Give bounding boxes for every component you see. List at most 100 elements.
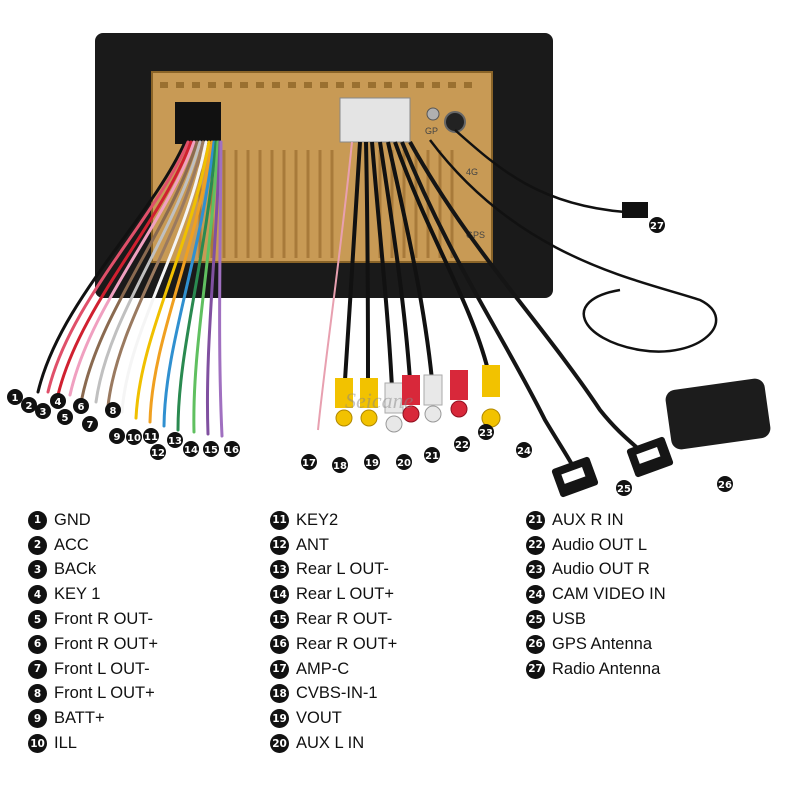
legend-item: 1 GND [28, 508, 158, 533]
usb-port-2 [636, 447, 661, 464]
legend-label: AMP-C [296, 659, 350, 678]
legend-label: ACC [54, 535, 89, 554]
legend-label: BACk [54, 560, 97, 579]
legend-label: Front R OUT+ [54, 634, 159, 653]
legend-label: Front R OUT- [54, 610, 154, 629]
svg-text:25: 25 [617, 484, 631, 495]
callout-23: 23 [478, 424, 494, 440]
legend-label: VOUT [296, 709, 342, 728]
legend-label: USB [552, 610, 586, 629]
legend-number-badge: 23 [526, 560, 545, 580]
svg-text:12: 12 [151, 448, 165, 459]
callout-9: 9 [109, 428, 125, 444]
svg-text:17: 17 [302, 458, 316, 469]
legend-item: 26 GPS Antenna [526, 632, 666, 657]
svg-text:18: 18 [333, 461, 347, 472]
legend-number-badge: 24 [526, 585, 545, 605]
callout-6: 6 [73, 398, 89, 414]
legend-label: KEY 1 [54, 585, 101, 604]
callout-12: 12 [150, 444, 166, 460]
callout-27: 27 [649, 217, 665, 233]
gps-socket [426, 107, 440, 121]
svg-text:8: 8 [110, 406, 117, 417]
svg-text:1: 1 [12, 393, 19, 404]
callout-15: 15 [203, 441, 219, 457]
svg-text:11: 11 [144, 432, 158, 443]
legend-label: Rear R OUT+ [296, 634, 398, 653]
port-label-gp: GP [425, 126, 438, 136]
legend-number-badge: 2 [28, 535, 47, 555]
svg-text:20: 20 [397, 458, 411, 469]
legend-number-badge: 12 [270, 535, 289, 555]
callout-22: 22 [454, 436, 470, 452]
gps-antenna-puck [665, 378, 771, 450]
callout-2: 2 [21, 397, 37, 413]
legend-number-badge: 22 [526, 535, 545, 555]
legend-label: Audio OUT R [552, 560, 650, 579]
svg-text:2: 2 [26, 401, 33, 412]
legend-number-badge: 7 [28, 659, 47, 679]
legend-number-badge: 11 [270, 510, 289, 530]
legend-number-badge: 20 [270, 734, 289, 754]
port-label-4g: 4G [466, 167, 478, 177]
brand-watermark: Seicane [345, 388, 414, 413]
svg-text:9: 9 [114, 432, 121, 443]
svg-text:3: 3 [40, 407, 47, 418]
legend-item: 7 Front L OUT- [28, 657, 158, 682]
svg-text:21: 21 [425, 451, 439, 462]
av-connector [339, 97, 411, 143]
legend-number-badge: 1 [28, 510, 47, 530]
radio-antenna-plug [622, 202, 648, 218]
legend-number-badge: 16 [270, 634, 289, 654]
legend-number-badge: 5 [28, 610, 47, 630]
legend-number-badge: 6 [28, 634, 47, 654]
main-harness-connector [175, 102, 221, 144]
chassis-vents-top [160, 82, 472, 88]
svg-text:4: 4 [55, 397, 62, 408]
legend-item: 5 Front R OUT- [28, 607, 158, 632]
legend-item: 11 KEY2 [270, 508, 397, 533]
callout-20: 20 [396, 454, 412, 470]
callout-3: 3 [35, 403, 51, 419]
legend-label: GPS Antenna [552, 634, 652, 653]
callout-17: 17 [301, 454, 317, 470]
legend-label: Rear R OUT- [296, 610, 393, 629]
callout-19: 19 [364, 454, 380, 470]
svg-text:16: 16 [225, 445, 239, 456]
callout-13: 13 [167, 432, 183, 448]
usb-port-1 [561, 467, 586, 484]
callout-16: 16 [224, 441, 240, 457]
svg-text:6: 6 [78, 402, 85, 413]
svg-text:7: 7 [87, 420, 94, 431]
legend-label: AUX L IN [296, 734, 365, 753]
legend-number-badge: 26 [526, 634, 545, 654]
legend-item: 19 VOUT [270, 706, 397, 731]
legend-label: Front L OUT- [54, 659, 150, 678]
gps-antenna-cable [429, 139, 718, 353]
legend-number-badge: 9 [28, 709, 47, 729]
legend-label: GND [54, 510, 91, 529]
svg-text:10: 10 [127, 433, 141, 444]
legend-label: Rear L OUT- [296, 560, 389, 579]
callout-5: 5 [57, 409, 73, 425]
legend-label: KEY2 [296, 510, 339, 529]
legend-number-badge: 13 [270, 560, 289, 580]
legend-label: CAM VIDEO IN [552, 585, 666, 604]
legend-label: Front L OUT+ [54, 684, 155, 703]
legend-number-badge: 4 [28, 585, 47, 605]
legend-number-badge: 19 [270, 709, 289, 729]
svg-text:27: 27 [650, 221, 664, 232]
